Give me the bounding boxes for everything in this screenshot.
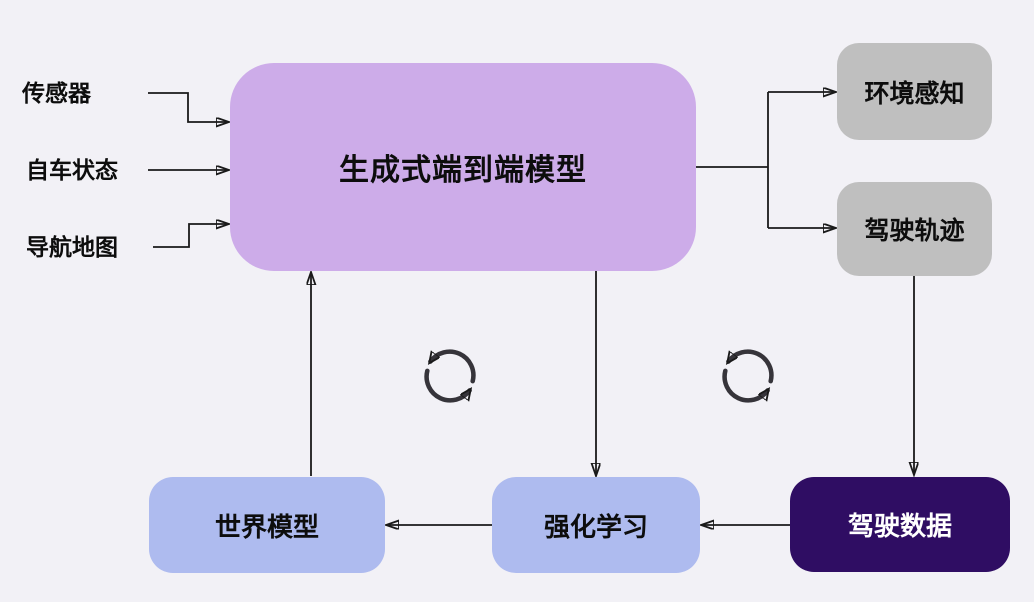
cycle-arrows-icon xyxy=(722,349,774,403)
node-label: 驾驶轨迹 xyxy=(864,217,965,245)
input-label-nav-map: 导航地图 xyxy=(26,234,118,260)
node-label: 生成式端到端模型 xyxy=(339,154,587,187)
arrow-sensor-to-main xyxy=(148,92,229,122)
input-label-sensor: 传感器 xyxy=(22,80,91,106)
line-main-output-trunk xyxy=(696,92,769,228)
node-label: 世界模型 xyxy=(214,511,319,542)
node-generative-end-to-end-model: 生成式端到端模型 xyxy=(230,63,696,271)
arrow-nav-to-main xyxy=(153,224,229,248)
node-label: 环境感知 xyxy=(864,79,965,108)
cycle-arrows-icon xyxy=(424,349,476,403)
node-driving-data: 驾驶数据 xyxy=(790,477,1010,572)
input-label-ego-state: 自车状态 xyxy=(26,157,118,183)
node-driving-trajectory: 驾驶轨迹 xyxy=(837,182,992,276)
node-reinforcement-learning: 强化学习 xyxy=(492,477,700,573)
node-environment-perception: 环境感知 xyxy=(837,43,992,140)
node-label: 驾驶数据 xyxy=(847,511,952,541)
node-label: 强化学习 xyxy=(543,511,648,542)
node-world-model: 世界模型 xyxy=(149,477,385,573)
